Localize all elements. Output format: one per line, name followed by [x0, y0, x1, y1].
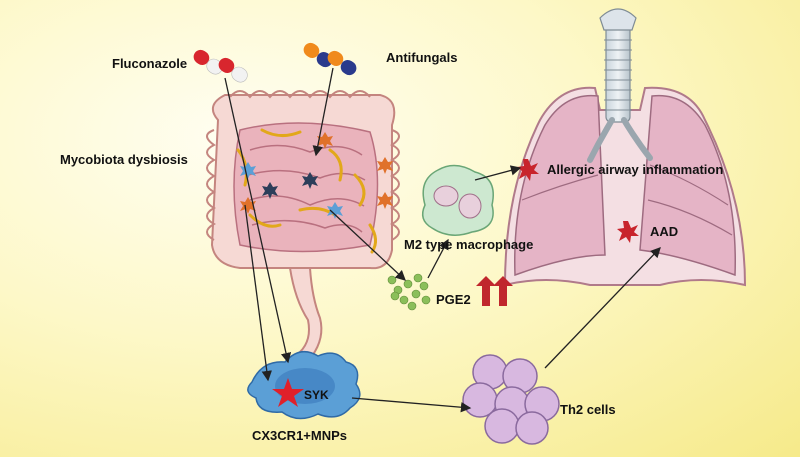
- larynx: [599, 8, 637, 31]
- burst-icon: [377, 192, 393, 209]
- arrow-gut-to-pge2: [329, 209, 406, 281]
- arrow-antifungals-to-gut: [312, 67, 334, 157]
- lung-fissure-right-lower: [647, 199, 733, 236]
- lung-fissure-right: [649, 164, 729, 206]
- arrow-mnps-to-th2: [351, 397, 472, 413]
- arrow-m2-to-allergic: [474, 165, 522, 181]
- burst-icon: [240, 197, 256, 214]
- fluconazole-capsules: [193, 49, 248, 83]
- left-lung: [514, 94, 606, 277]
- up-arrow-icon: [476, 276, 496, 306]
- arrow-pge2-to-m2: [427, 238, 449, 279]
- arrow-th2-to-aad: [544, 247, 661, 369]
- label-mycobiota-dysbiosis: Mycobiota dysbiosis: [60, 152, 188, 167]
- right-lung: [639, 94, 736, 277]
- capsule-icon: [327, 50, 357, 76]
- label-syk: SYK: [304, 388, 329, 402]
- label-antifungals: Antifungals: [386, 50, 458, 65]
- lungs: [503, 8, 747, 287]
- arrow-gut-to-mnps: [244, 204, 272, 382]
- label-th2-cells: Th2 cells: [560, 402, 616, 417]
- bronchi: [587, 117, 653, 163]
- rectum: [288, 267, 323, 358]
- label-allergic-airway-inflammation: Allergic airway inflammation: [547, 162, 724, 177]
- burst-icon: [517, 159, 539, 181]
- burst-icon: [317, 132, 333, 149]
- lung-fissure-left: [521, 174, 599, 201]
- burst-icon: [240, 162, 256, 179]
- pge2-particles: [387, 273, 431, 311]
- m2-macrophage: [421, 164, 494, 236]
- star-icon: [272, 378, 304, 407]
- up-arrow-icon: [493, 276, 513, 306]
- capsule-icon: [193, 49, 223, 75]
- th2-cells: [462, 354, 560, 445]
- antifungal-capsules: [303, 42, 357, 76]
- small-intestine: [233, 122, 379, 253]
- capsule-icon: [218, 57, 248, 83]
- trachea: [605, 21, 631, 123]
- label-pge2: PGE2: [436, 292, 471, 307]
- label-m2-macrophage: M2 type macrophage: [404, 237, 534, 252]
- burst-icon: [327, 202, 343, 219]
- burst-icon: [262, 182, 278, 199]
- mnp-cells: [247, 350, 361, 420]
- burst-icon: [302, 172, 318, 189]
- arrows: [224, 67, 661, 413]
- burst-icon: [377, 157, 393, 174]
- label-cx3cr1-mnps: CX3CR1+MNPs: [252, 428, 348, 443]
- arrow-fluconazole-to-mnps: [224, 77, 292, 364]
- microbiota: [240, 132, 393, 219]
- burst-icon: [617, 221, 639, 243]
- label-fluconazole: Fluconazole: [112, 56, 188, 71]
- label-aad: AAD: [650, 224, 679, 239]
- intestine: [206, 90, 400, 358]
